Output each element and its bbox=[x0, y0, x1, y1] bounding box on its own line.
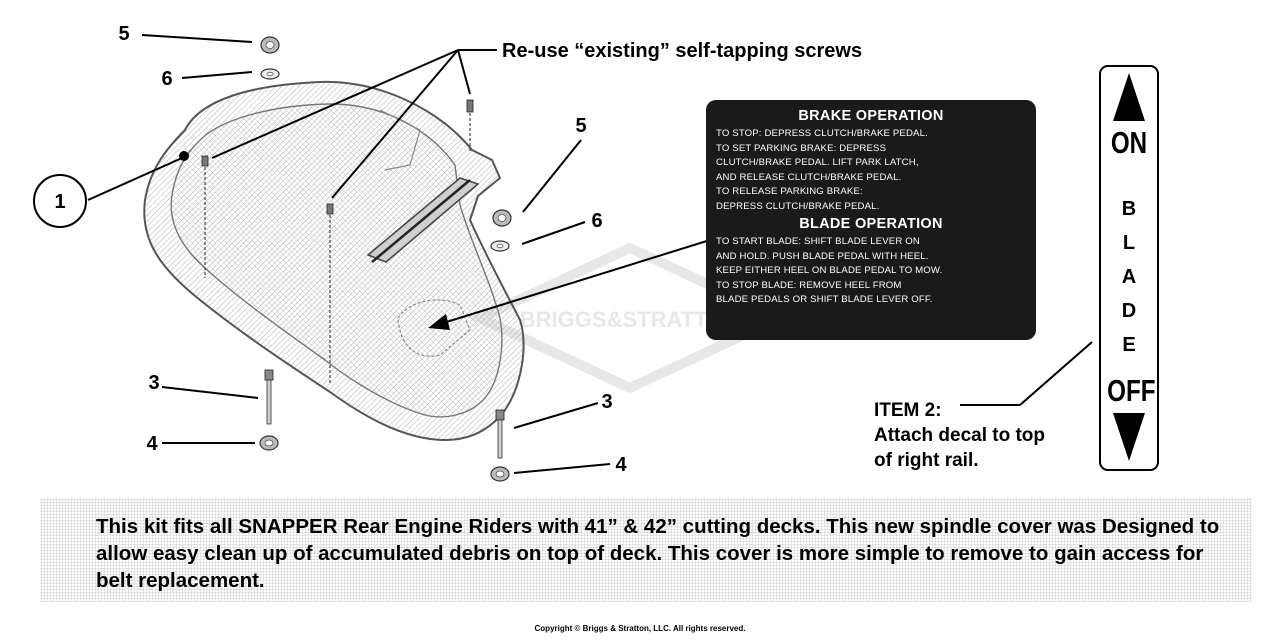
washer-upper-left bbox=[260, 68, 280, 80]
blade-line: Keep either heel on blade pedal to mow. bbox=[716, 265, 943, 276]
kit-description: This kit fits all SNAPPER Rear Engine Ri… bbox=[96, 515, 1220, 592]
callout-label-3-right: 3 bbox=[601, 391, 612, 413]
item-2-line: of right rail. bbox=[874, 450, 979, 471]
svg-text:1: 1 bbox=[54, 191, 65, 213]
item-2-note: ITEM 2: Attach decal to top of right rai… bbox=[874, 398, 1045, 473]
nut-lower-left bbox=[259, 435, 279, 451]
brake-line: To stop: depress clutch/brake pedal. bbox=[716, 128, 928, 139]
operation-decal: BRAKE OPERATION To stop: depress clutch/… bbox=[706, 100, 1036, 340]
screw-reuse-note: Re-use “existing” self-tapping screws bbox=[502, 40, 862, 62]
brake-line: To release parking brake: bbox=[716, 186, 863, 197]
blade-line: blade pedals or shift blade lever off. bbox=[716, 294, 933, 305]
bolt-lower-left bbox=[264, 369, 274, 425]
blade-line: and hold. Push blade pedal with heel. bbox=[716, 250, 929, 262]
brake-heading: BRAKE OPERATION bbox=[798, 108, 944, 124]
spindle-cover bbox=[143, 80, 525, 442]
leader-lines bbox=[87, 34, 1093, 474]
item-2-line: Attach decal to top bbox=[874, 425, 1046, 446]
decal-letter: B bbox=[1121, 198, 1137, 220]
callout-label-5-top: 5 bbox=[118, 23, 129, 45]
callout-label-4-right: 4 bbox=[615, 454, 627, 476]
washer-right bbox=[490, 240, 510, 252]
brake-line: clutch/brake pedal. Lift park latch, bbox=[716, 157, 919, 168]
nut-right bbox=[492, 209, 512, 227]
callout-label-5-right: 5 bbox=[575, 115, 586, 137]
blade-line: To stop blade: remove heel from bbox=[716, 279, 902, 291]
callout-label-6-right: 6 bbox=[591, 210, 602, 232]
decal-letter: L bbox=[1122, 232, 1136, 254]
nut-lower-right bbox=[490, 466, 510, 482]
blade-heading: BLADE OPERATION bbox=[799, 216, 943, 232]
callout-balloon-1: 1 bbox=[33, 174, 87, 228]
blade-on-off-decal: ON B L A D E OFF bbox=[1099, 65, 1159, 471]
blade-line: To start blade: shift blade lever on bbox=[716, 236, 920, 247]
brake-line: depress clutch/brake pedal. bbox=[716, 200, 880, 212]
callout-label-6-top: 6 bbox=[161, 68, 172, 90]
arrow-down-icon bbox=[1113, 413, 1145, 461]
decal-blade-word: B L A D E bbox=[1101, 197, 1157, 357]
nut-upper-left bbox=[260, 36, 280, 54]
svg-text:BRIGGS&STRATTON: BRIGGS&STRATTON bbox=[520, 307, 740, 332]
callout-label-3-left: 3 bbox=[148, 372, 159, 394]
brake-line: To set parking brake: depress bbox=[716, 142, 887, 154]
decal-letter: E bbox=[1122, 334, 1136, 356]
callout-label-4-left: 4 bbox=[146, 433, 158, 455]
bolt-lower-right bbox=[495, 409, 505, 459]
item-2-title: ITEM 2: bbox=[874, 400, 942, 421]
arrowhead-decal bbox=[428, 314, 450, 330]
kit-description-box: This kit fits all SNAPPER Rear Engine Ri… bbox=[40, 498, 1252, 602]
decal-letter: A bbox=[1121, 266, 1137, 288]
brake-line: and release clutch/brake pedal. bbox=[716, 171, 902, 183]
decal-on-label: ON bbox=[1110, 125, 1148, 160]
part-dot bbox=[179, 151, 189, 161]
decal-letter: D bbox=[1121, 300, 1137, 322]
decal-off-label: OFF bbox=[1107, 373, 1156, 408]
arrow-up-icon bbox=[1113, 73, 1145, 121]
self-tapping-screws bbox=[201, 99, 474, 385]
copyright-notice: Copyright © Briggs & Stratton, LLC. All … bbox=[534, 624, 746, 633]
